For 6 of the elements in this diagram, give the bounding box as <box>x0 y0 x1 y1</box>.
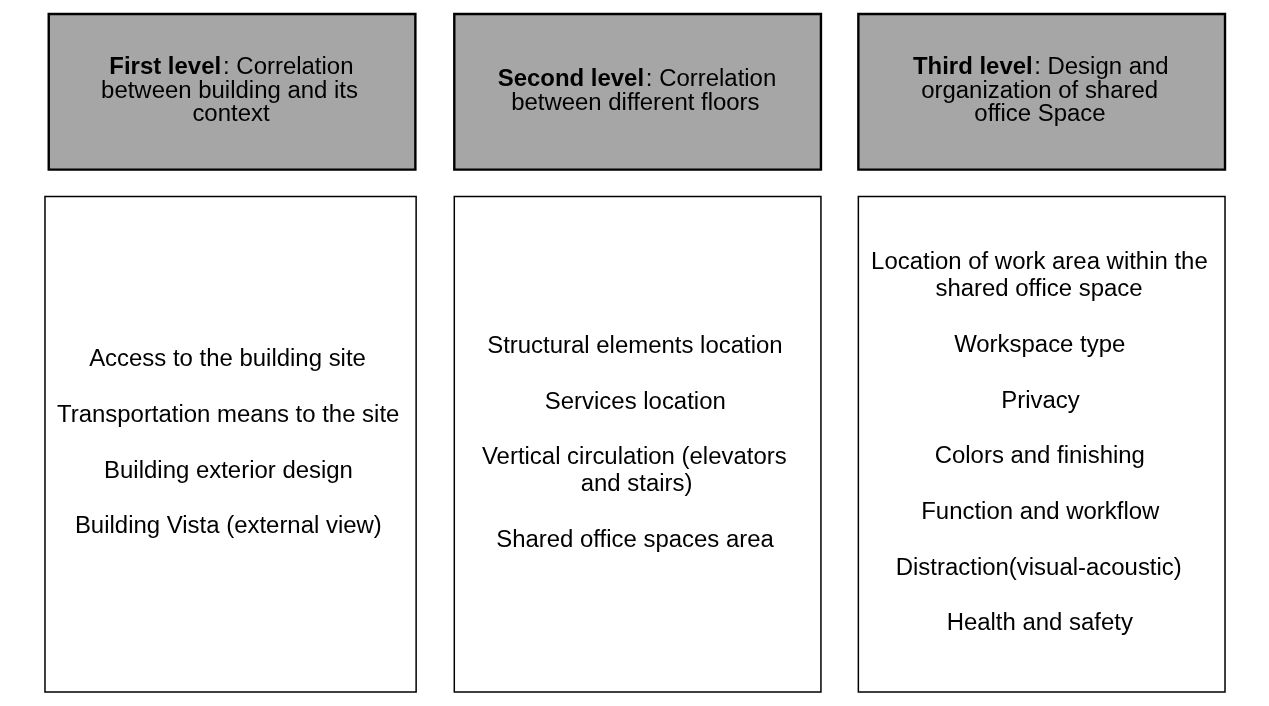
node-box: Second level: Correlation between different floors <box>452 12 822 171</box>
node-box: Structural elements location Services location Vertical circulation (elevators and stairs) Shared office spaces area <box>453 195 822 693</box>
node-box: Third level: Design and organization of shared office Space <box>856 12 1226 171</box>
node-box: Access to the building site Transportation means to the site Building exterior design Building Vista (external view) <box>43 195 417 693</box>
node-box: Location of work area within the shared office space Workspace type Privacy Colors and finishing Function and workflow Distraction(visual-acoustic) Health and safety <box>857 195 1226 693</box>
node-box: First level: Correlation between building and its context <box>47 12 417 171</box>
